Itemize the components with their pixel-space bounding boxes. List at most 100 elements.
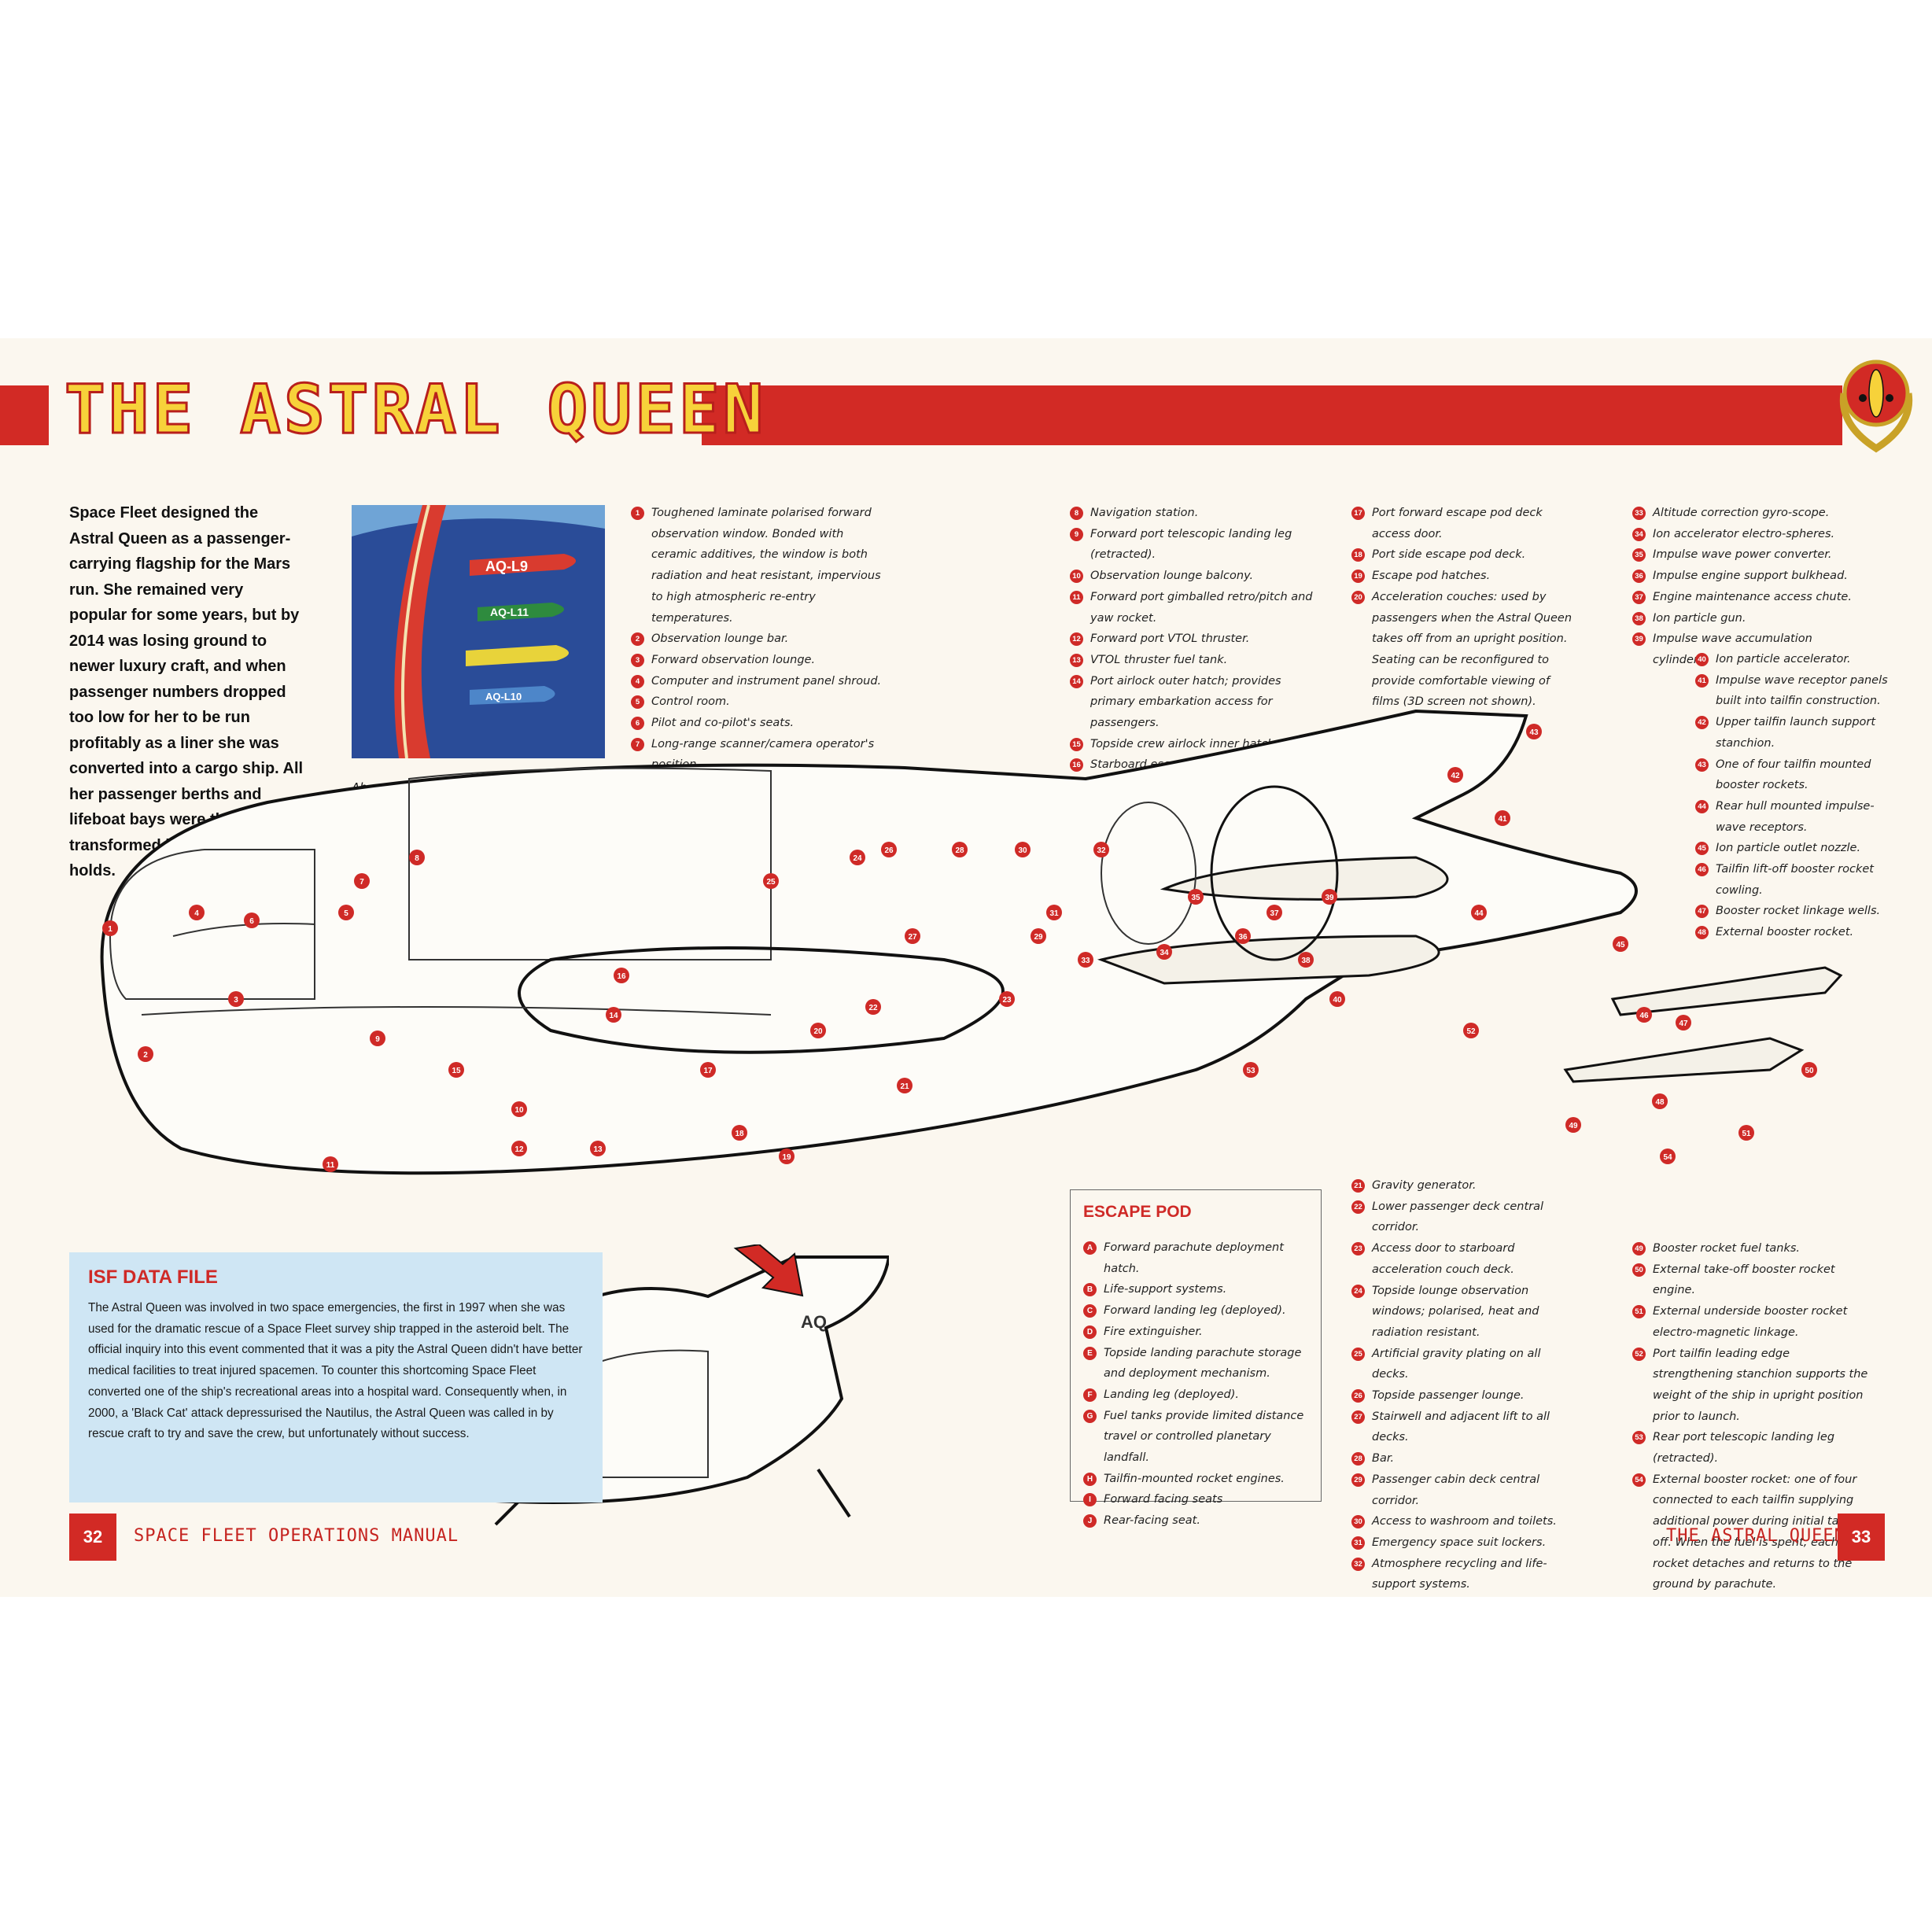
legend-text: Forward port gimballed retro/pitch and y… — [1090, 590, 1313, 625]
callout-marker-label: 44 — [1474, 909, 1484, 918]
legend-text: Upper tailfin launch support stanchion. — [1716, 716, 1876, 750]
callout-number-badge: 29 — [1351, 1473, 1365, 1487]
callout-marker — [1031, 928, 1046, 944]
callout-marker-label: 15 — [452, 1067, 461, 1075]
callout-number-badge: J — [1083, 1514, 1097, 1528]
callout-marker — [228, 991, 244, 1007]
escape-pod-title: ESCAPE POD — [1083, 1203, 1192, 1221]
legend-text: Port airlock outer hatch; provides prima… — [1090, 674, 1281, 730]
callout-marker-label: 30 — [1018, 846, 1027, 855]
legend-text: Pilot and co-pilot's seats. — [651, 717, 795, 730]
space-fleet-emblem — [1839, 359, 1913, 453]
callout-number-badge: 51 — [1632, 1305, 1646, 1319]
callout-marker — [897, 1078, 913, 1093]
callout-marker — [732, 1125, 747, 1141]
callout-marker — [338, 905, 354, 920]
callout-marker — [354, 873, 370, 889]
callout-marker — [1660, 1149, 1676, 1164]
legend-text: Forward port VTOL thruster. — [1090, 632, 1250, 646]
callout-marker — [999, 991, 1015, 1007]
legend-text: Fire extinguisher. — [1104, 1325, 1203, 1338]
legend-text: Atmosphere recycling and life-support sy… — [1372, 1557, 1547, 1591]
callout-number-badge: 48 — [1695, 926, 1709, 940]
legend-text: Tailfin-mounted rocket engines. — [1104, 1472, 1285, 1485]
callout-number-badge: C — [1083, 1304, 1097, 1318]
legend-text: External underside booster rocket electr… — [1653, 1305, 1848, 1339]
callout-marker-label: 18 — [735, 1130, 744, 1138]
legend-text: Access door to starboard acceleration co… — [1372, 1242, 1515, 1276]
callout-marker-label: 52 — [1466, 1027, 1476, 1036]
callout-marker-label: 39 — [1325, 894, 1334, 902]
callout-number-badge: E — [1083, 1346, 1097, 1360]
legend-text: Ion particle outlet nozzle. — [1716, 842, 1861, 855]
callout-marker — [614, 968, 629, 983]
callout-marker — [370, 1031, 385, 1046]
callout-number-badge: 53 — [1632, 1431, 1646, 1445]
callout-marker-label: 22 — [868, 1004, 878, 1012]
legend-text: Tailfin lift-off booster rocket cowling. — [1716, 863, 1874, 897]
callout-marker-label: 45 — [1616, 941, 1625, 949]
legend-text: Topside passenger lounge. — [1372, 1389, 1525, 1403]
callout-marker-label: 40 — [1333, 996, 1342, 1005]
callout-number-badge: 49 — [1632, 1242, 1646, 1255]
callout-marker — [1243, 1062, 1259, 1078]
callout-number-badge: 17 — [1351, 507, 1365, 520]
callout-marker — [511, 1141, 527, 1156]
legend-text: Impulse wave power converter. — [1653, 548, 1832, 562]
callout-marker-label: 7 — [359, 878, 364, 887]
callout-marker — [1188, 889, 1204, 905]
callout-marker-label: 3 — [234, 996, 238, 1005]
legend-text: External take-off booster rocket engine. — [1653, 1263, 1835, 1297]
callout-marker — [1676, 1015, 1691, 1031]
callout-marker — [1801, 1062, 1817, 1078]
callout-number-badge: D — [1083, 1325, 1097, 1339]
callout-number-badge: 28 — [1351, 1452, 1365, 1466]
callout-marker — [881, 842, 897, 857]
callout-marker — [1266, 905, 1282, 920]
legend-text: Escape pod hatches. — [1372, 570, 1491, 583]
callout-marker — [1156, 944, 1172, 960]
callout-number-badge: 16 — [1070, 758, 1083, 772]
callout-marker-label: 11 — [326, 1161, 335, 1170]
page-title: THE ASTRAL QUEEN — [63, 370, 767, 451]
callout-marker-label: 2 — [143, 1051, 148, 1060]
callout-marker — [1078, 952, 1093, 968]
legend-text: Navigation station. — [1090, 507, 1199, 519]
legend-text: Passenger cabin deck central corridor. — [1372, 1473, 1540, 1507]
callout-marker — [865, 999, 881, 1015]
callout-number-badge: 14 — [1070, 674, 1083, 688]
callout-marker-label: 20 — [813, 1027, 823, 1036]
callout-marker-label: 4 — [194, 909, 199, 918]
legend-text: Impulse wave receptor panels built into … — [1716, 673, 1888, 708]
callout-marker — [102, 920, 118, 936]
callout-marker — [1495, 810, 1510, 826]
legend-item: D Fire extinguisher. — [1083, 1322, 1319, 1343]
legend-text: Port forward escape pod deck access door… — [1372, 507, 1543, 540]
callout-marker — [779, 1149, 795, 1164]
lifeboat-label-l9: AQ-L9 — [485, 559, 528, 574]
legend-text: Topside crew airlock inner hatch. — [1090, 737, 1278, 750]
callout-marker — [323, 1156, 338, 1172]
legend-text: Computer and instrument panel shroud. — [651, 674, 882, 688]
legend-text: Engine maintenance access chute. — [1653, 590, 1852, 603]
callout-number-badge: 2 — [631, 632, 644, 647]
legend-text: Port side escape pod deck. — [1372, 548, 1526, 562]
callout-number-badge: B — [1083, 1283, 1097, 1297]
callout-number-badge: 13 — [1070, 653, 1083, 667]
callout-marker — [1652, 1093, 1668, 1109]
callout-marker — [1471, 905, 1487, 920]
